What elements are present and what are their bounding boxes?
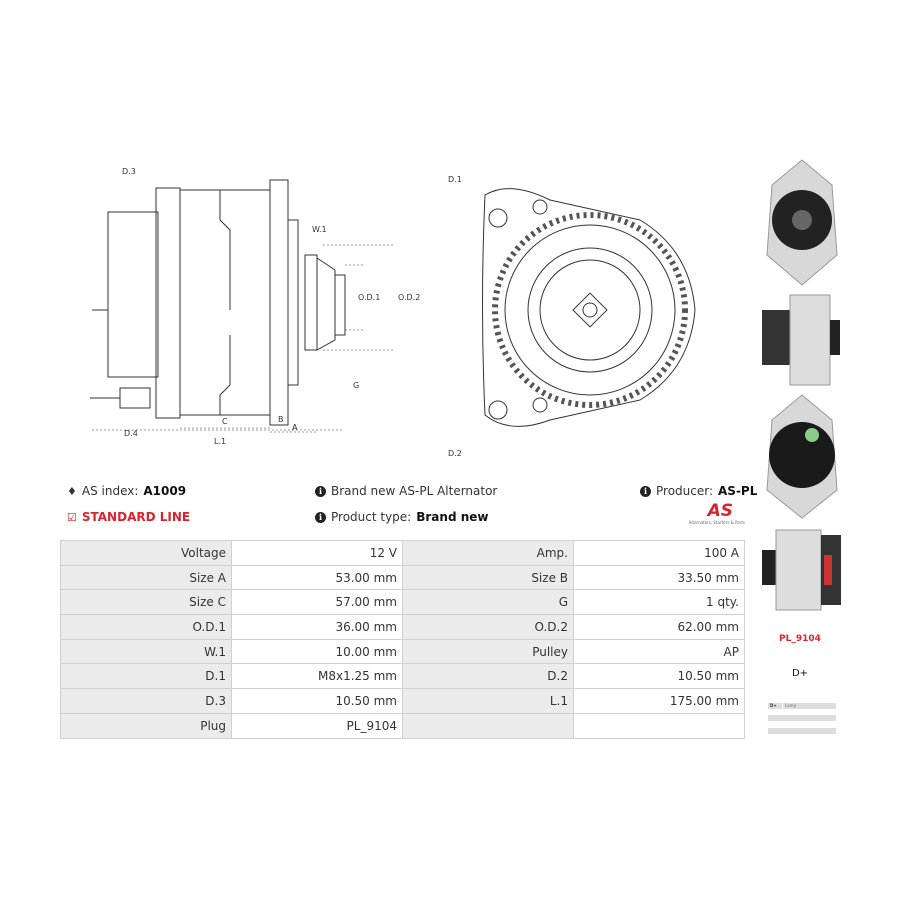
spec-label: Amp.: [402, 540, 574, 566]
spec-label: L.1: [402, 688, 574, 714]
spec-label: Size A: [60, 564, 232, 591]
plug-pin-row: D+ Lamp: [768, 703, 836, 709]
spec-value: AP: [573, 638, 745, 665]
spec-label: D.3: [60, 688, 232, 714]
spec-value: [573, 712, 745, 739]
spec-value: 62.00 mm: [573, 614, 745, 640]
info-icon: i: [315, 485, 326, 497]
plug-pin-row-empty: [768, 715, 836, 721]
spec-value: 1 qty.: [573, 589, 745, 616]
spec-label: Size B: [402, 564, 574, 591]
label-g: G: [353, 381, 359, 390]
product-photo-rear[interactable]: [762, 390, 842, 520]
spec-label: Plug: [60, 712, 232, 739]
pin-label: D+: [770, 703, 777, 708]
spec-value: 57.00 mm: [231, 589, 403, 616]
tags-icon: ♦: [67, 484, 77, 498]
spec-label: G: [402, 589, 574, 616]
product-photo-angle[interactable]: [762, 520, 842, 620]
spec-label: O.D.2: [402, 614, 574, 640]
label-d1: D.1: [448, 175, 462, 184]
spec-label: Size C: [60, 589, 232, 616]
spec-value: 36.00 mm: [231, 614, 403, 640]
info-icon: i: [315, 511, 326, 523]
spec-value: 12 V: [231, 540, 403, 566]
label-od2: O.D.2: [398, 293, 420, 302]
spec-label: D.1: [60, 663, 232, 690]
plug-name: PL_9104: [779, 634, 821, 644]
spec-value: 53.00 mm: [231, 564, 403, 591]
product-photo-side[interactable]: [762, 290, 842, 390]
spec-value: 10.50 mm: [573, 663, 745, 690]
spec-label: D.2: [402, 663, 574, 690]
spec-label: Pulley: [402, 638, 574, 665]
spec-value: 175.00 mm: [573, 688, 745, 714]
label-a: A: [292, 423, 298, 432]
spec-value: PL_9104: [231, 712, 403, 739]
front-view-diagram: D.1 D.2: [448, 175, 696, 458]
side-view-diagram: D.3 D.4 W.1 O.D.1 O.D.2 G C B A L.1: [90, 167, 420, 446]
spec-label: W.1: [60, 638, 232, 665]
spec-label: Voltage: [60, 540, 232, 566]
rear-housing: [107, 211, 159, 378]
spec-value: 10.50 mm: [231, 688, 403, 714]
standard-line: ☑ STANDARD LINE: [67, 510, 191, 524]
product-photo-front[interactable]: [762, 155, 842, 290]
plug-terminal: D+: [791, 668, 809, 679]
label-b: B: [278, 415, 284, 424]
as-pl-logo: AS Alternators, Starters & Parts: [688, 501, 745, 525]
label-d2: D.2: [448, 449, 462, 458]
as-index: ♦ AS index:A1009: [67, 484, 187, 498]
label-d3: D.3: [122, 167, 136, 176]
plug-pin-row-empty: [768, 728, 836, 734]
label-l1: L.1: [214, 437, 226, 446]
label-d4: D.4: [124, 429, 138, 438]
label-c: C: [222, 417, 228, 426]
label-od1: O.D.1: [358, 293, 380, 302]
spec-label: [402, 712, 574, 739]
spec-value: 100 A: [573, 540, 745, 566]
spec-value: M8x1.25 mm: [231, 663, 403, 690]
checkbox-icon: ☑: [67, 510, 77, 524]
pin-function: Lamp: [782, 703, 796, 709]
info-icon: i: [640, 485, 651, 497]
label-w1: W.1: [312, 225, 327, 234]
spec-value: 33.50 mm: [573, 564, 745, 591]
spec-label: O.D.1: [60, 614, 232, 640]
spec-value: 10.00 mm: [231, 638, 403, 665]
